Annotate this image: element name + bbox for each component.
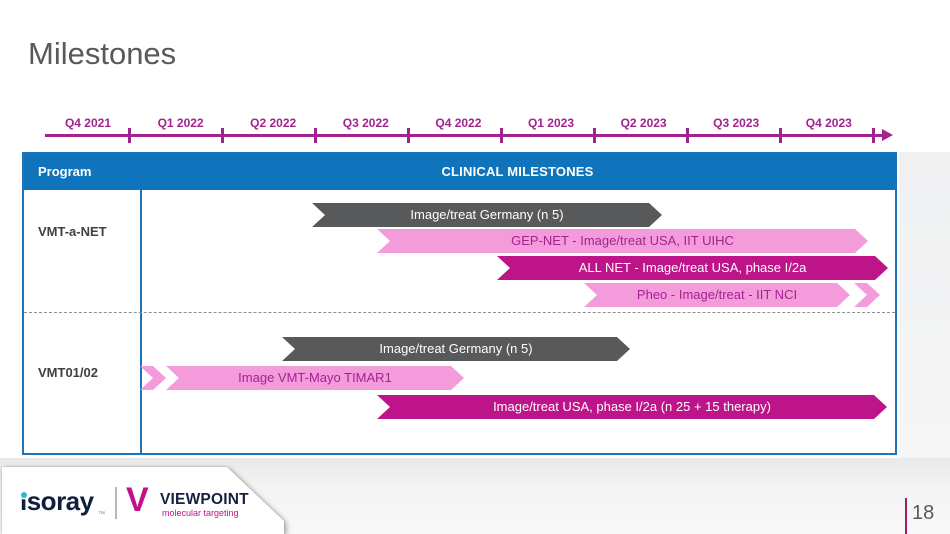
- timeline-arrowhead-icon: [882, 129, 893, 141]
- gantt-bar: Image/treat USA, phase I/2a (n 25 + 15 t…: [377, 395, 887, 419]
- timeline-tick-icon: [779, 128, 782, 143]
- timeline-tick-icon: [221, 128, 224, 143]
- gantt-bar: Image VMT-Mayo TIMAR1: [166, 366, 464, 390]
- timeline-quarter-label: Q1 2022: [157, 116, 204, 130]
- timeline-quarter-label: Q4 2023: [805, 116, 852, 130]
- timeline-quarter-label: Q3 2022: [342, 116, 389, 130]
- timeline-tick-icon: [407, 128, 410, 143]
- table-header-row: Program CLINICAL MILESTONES: [24, 154, 895, 190]
- column-divider: [140, 190, 142, 453]
- viewpoint-tagline: molecular targeting: [162, 508, 239, 518]
- isoray-i-dot-icon: [21, 492, 27, 498]
- program-header: Program: [38, 164, 92, 179]
- slide-title: Milestones: [28, 36, 177, 71]
- timeline-tick-icon: [314, 128, 317, 143]
- timeline-tick-icon: [686, 128, 689, 143]
- isoray-logo: isoray: [20, 486, 94, 516]
- trademark-symbol: ™: [98, 511, 105, 518]
- program-label-vmt01-02: VMT01/02: [38, 365, 98, 380]
- gantt-bar: ALL NET - Image/treat USA, phase I/2a: [497, 256, 888, 280]
- page-number-divider: [905, 498, 907, 534]
- viewpoint-logo: VIEWPOINT: [160, 491, 249, 508]
- timeline-tick-icon: [593, 128, 596, 143]
- clinical-milestones-header: CLINICAL MILESTONES: [441, 164, 594, 179]
- logo-card-surface: isoray ™ V VIEWPOINT molecular targeting: [2, 467, 284, 534]
- timeline-tick-icon: [128, 128, 131, 143]
- timeline-quarter-label: Q4 2021: [64, 116, 112, 130]
- program-label-vmt-a-net: VMT-a-NET: [38, 224, 107, 239]
- gantt-bar: Pheo - Image/treat - IIT NCI: [584, 283, 850, 307]
- row-divider-dashed: [24, 312, 895, 313]
- viewpoint-v-icon: V: [126, 481, 149, 519]
- timeline-tick-icon: [500, 128, 503, 143]
- gantt-bar: GEP-NET - Image/treat USA, IIT UIHC: [377, 229, 868, 253]
- logo-card: isoray ™ V VIEWPOINT molecular targeting: [2, 467, 284, 534]
- timeline-quarter-label: Q2 2023: [620, 116, 667, 130]
- gantt-bar: Image/treat Germany (n 5): [282, 337, 630, 361]
- timeline-quarter-label: Q3 2023: [713, 116, 760, 130]
- logo-divider: [115, 487, 117, 519]
- page-number: 18: [912, 502, 935, 524]
- timeline-axis-line: [45, 134, 884, 137]
- right-margin-band: [899, 152, 950, 458]
- gantt-bar: Image/treat Germany (n 5): [312, 203, 662, 227]
- timeline-quarter-label: Q4 2022: [435, 116, 482, 130]
- timeline-quarter-label: Q2 2022: [250, 116, 297, 130]
- timeline-tick-icon: [872, 128, 875, 143]
- timeline-quarter-label: Q1 2023: [527, 116, 575, 130]
